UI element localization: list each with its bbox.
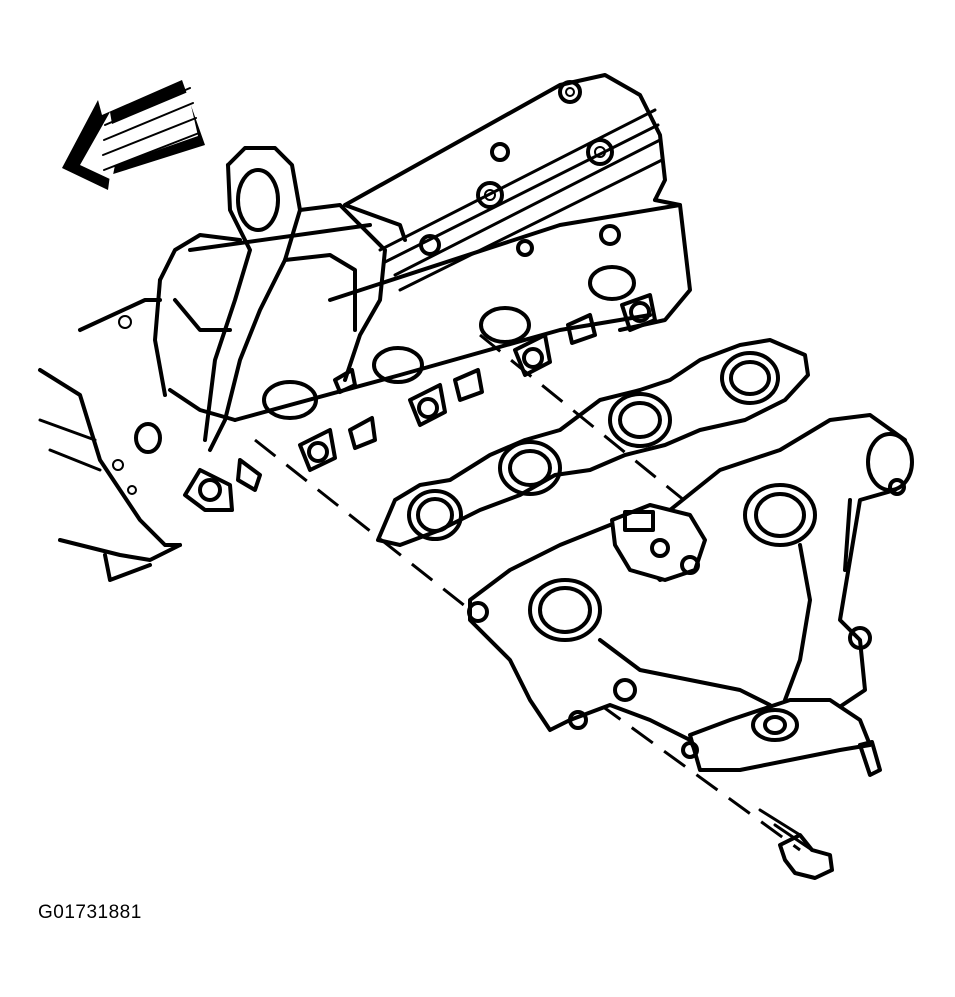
manifold-bolt bbox=[758, 808, 834, 880]
exhaust-manifold bbox=[467, 413, 914, 777]
exhaust-manifold-gasket bbox=[376, 338, 810, 547]
front-direction-arrow bbox=[62, 80, 205, 190]
lifting-bracket bbox=[203, 146, 387, 452]
exhaust-studs bbox=[183, 293, 657, 512]
engine-block bbox=[38, 298, 182, 582]
figure-reference-code: G01731881 bbox=[38, 902, 142, 923]
alignment-lines bbox=[254, 333, 801, 852]
cylinder-head bbox=[153, 73, 692, 422]
